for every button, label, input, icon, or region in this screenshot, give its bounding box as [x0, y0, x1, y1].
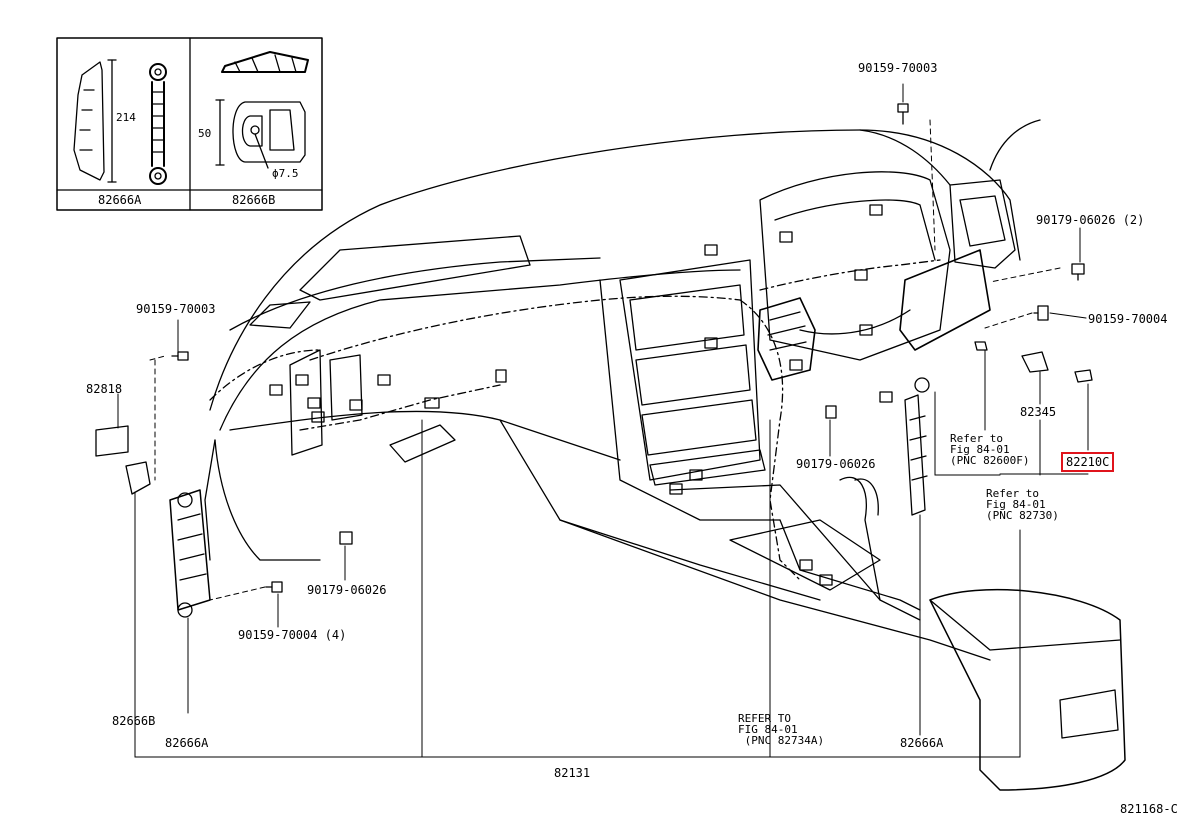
- connectors: [169, 204, 930, 618]
- label-82818: 82818: [86, 382, 123, 396]
- label-90179-06026-left: 90179-06026: [307, 583, 387, 597]
- label-90159-70003-top: 90159-70003: [858, 61, 938, 75]
- inset-dim-214: 214: [116, 111, 136, 124]
- label-82666b: 82666B: [112, 714, 156, 728]
- fasteners: [95, 103, 1093, 593]
- inset-label-82666a: 82666A: [98, 193, 142, 207]
- label-refer-82734a: REFER TO FIG 84-01 (PNC 82734A): [738, 712, 825, 747]
- inset-box: [56, 37, 323, 211]
- diagram-id: 821168-C: [1120, 802, 1178, 816]
- label-90159-70003-left: 90159-70003: [136, 302, 216, 316]
- label-82131: 82131: [554, 766, 591, 780]
- inset-dim-hole: ϕ7.5: [272, 167, 299, 180]
- label-82666a-left: 82666A: [165, 736, 209, 750]
- label-refer-82730: Refer to Fig 84-01 (PNC 82730): [986, 487, 1059, 522]
- label-90159-70004-4: 90159-70004 (4): [238, 628, 347, 642]
- label-90179-06026-2: 90179-06026 (2): [1036, 213, 1145, 227]
- label-82345: 82345: [1020, 405, 1057, 419]
- label-82666a-right: 82666A: [900, 736, 944, 750]
- label-90159-70004-right: 90159-70004: [1088, 312, 1168, 326]
- dashboard-outline: [204, 119, 1126, 791]
- label-82210c-highlighted[interactable]: 82210C: [1061, 452, 1115, 472]
- inset-dim-50: 50: [198, 127, 212, 140]
- label-90179-06026-mid: 90179-06026: [796, 457, 876, 471]
- inset-label-82666b: 82666B: [232, 193, 276, 207]
- label-refer-82600f: Refer to Fig 84-01 (PNC 82600F): [950, 432, 1030, 467]
- leader-lines: [117, 83, 1089, 758]
